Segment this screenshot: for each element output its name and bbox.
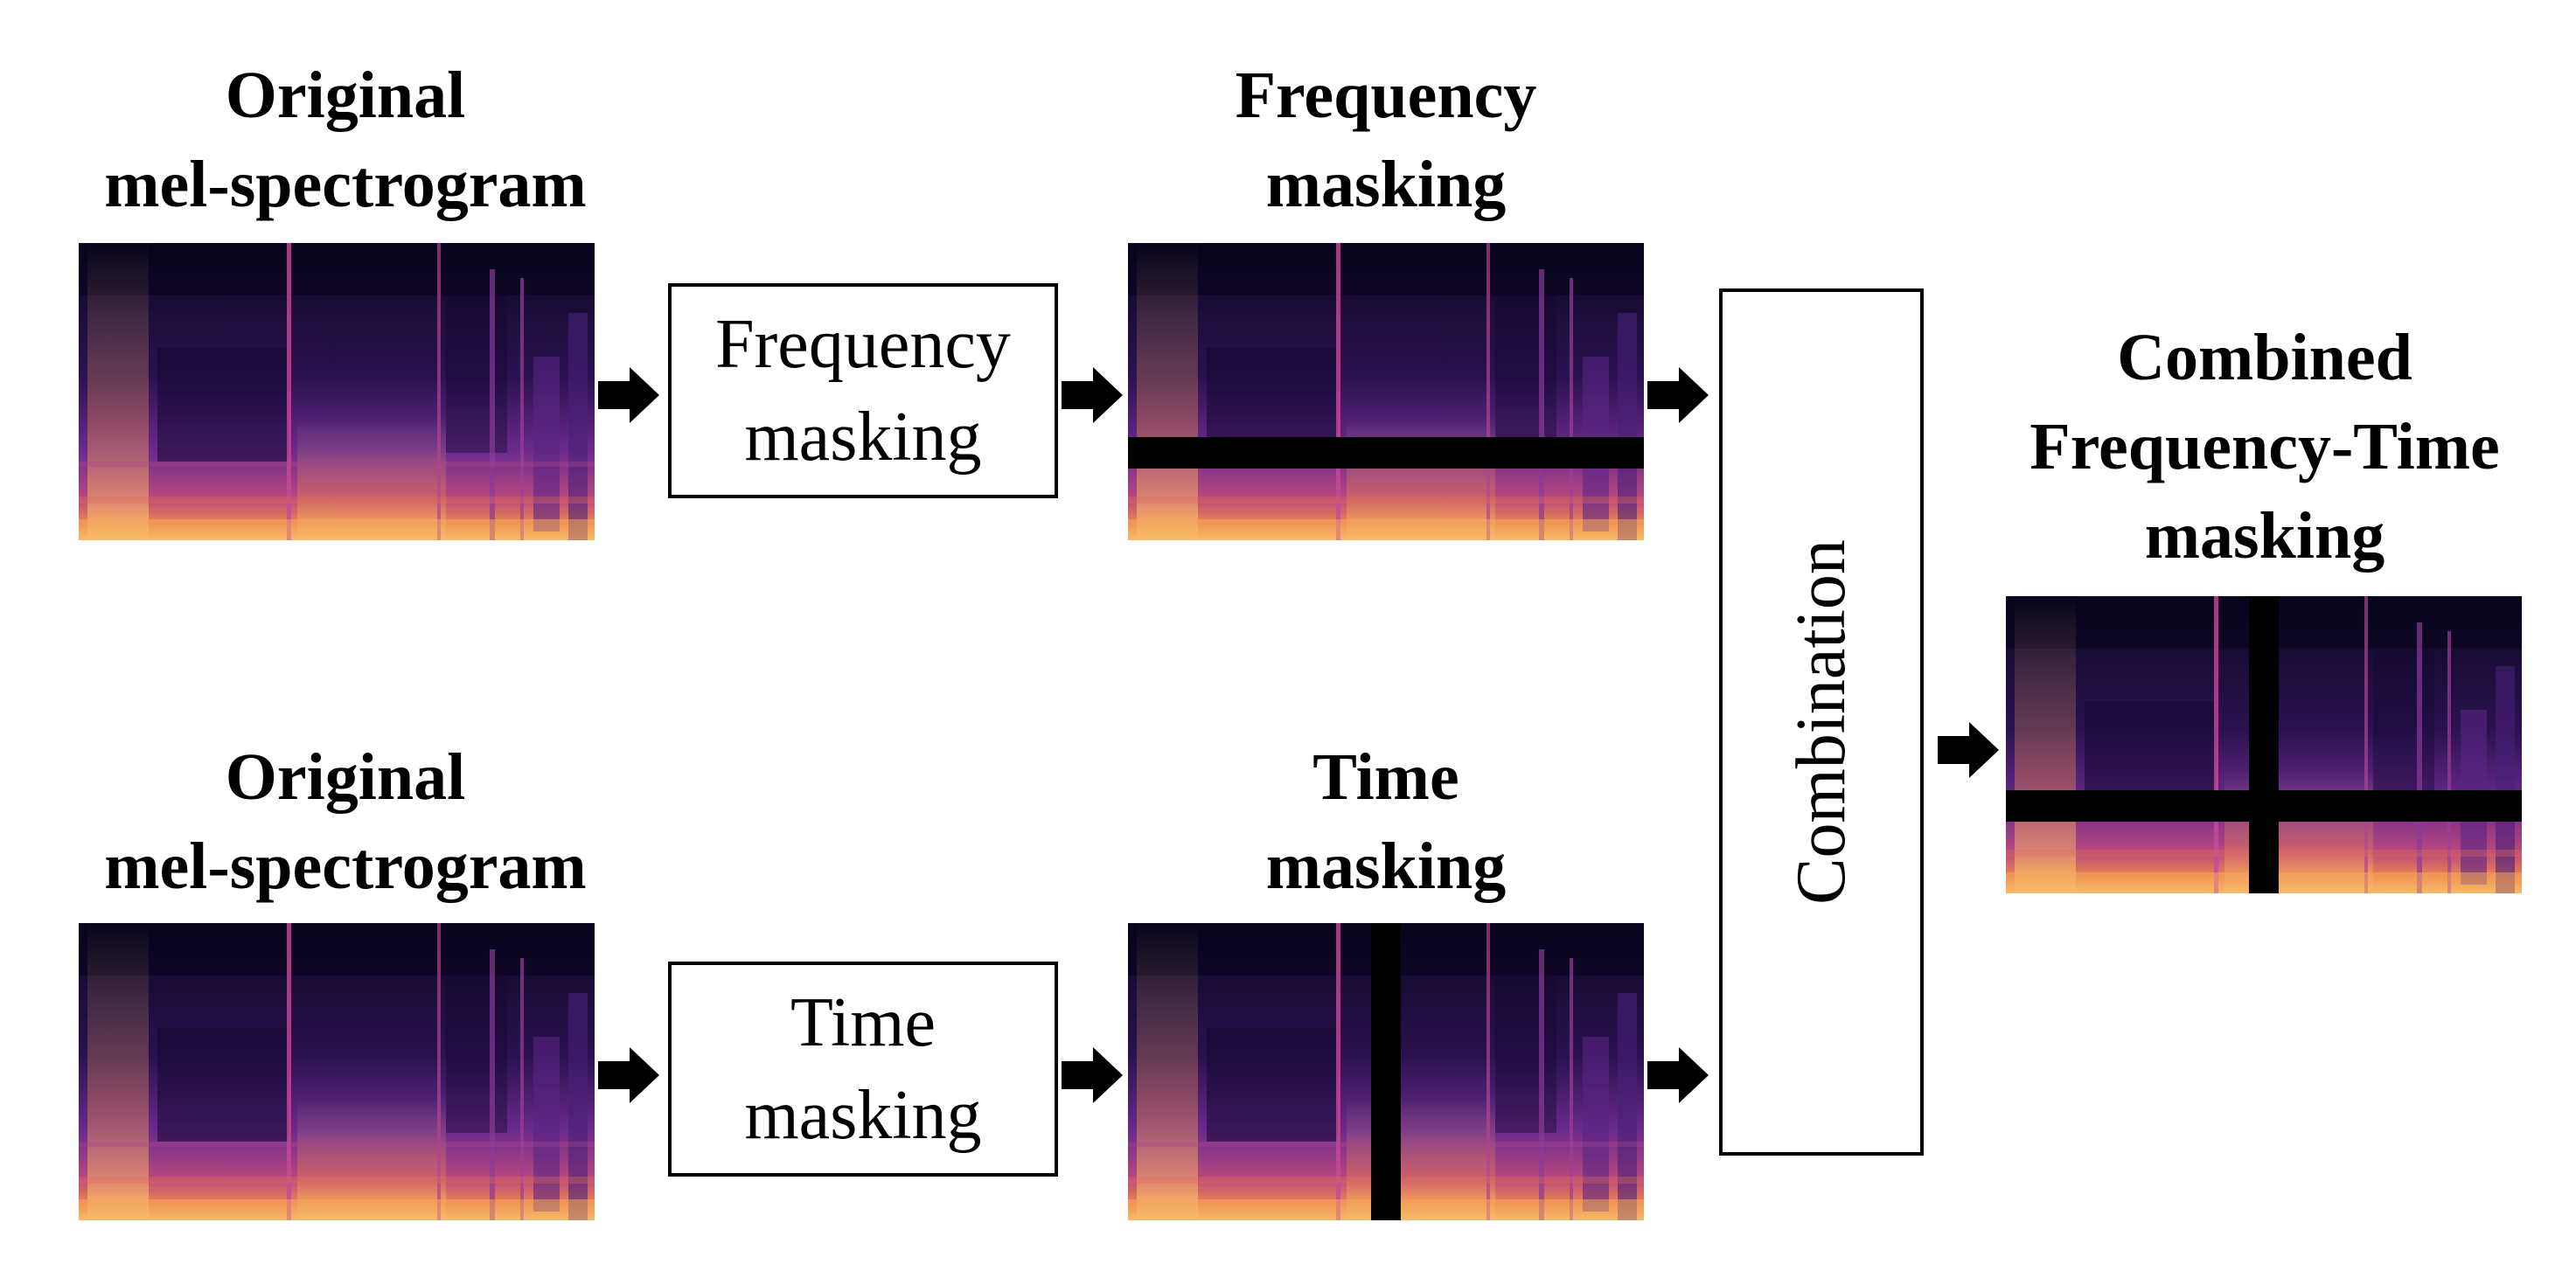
frequency-masking-box-label: Frequency masking <box>715 306 1011 476</box>
title-time-masking: Time masking <box>1265 740 1507 903</box>
arrow-right-icon <box>1938 722 1999 778</box>
title-original-bottom: Original mel-spectrogram <box>104 740 587 903</box>
title-frequency-masking: Frequency masking <box>1235 59 1537 221</box>
combination-box-label: Combination <box>1783 539 1860 905</box>
arrow-right-icon <box>1647 1047 1709 1103</box>
arrow-right-icon <box>598 1047 659 1103</box>
arrow-right-icon <box>1647 367 1709 423</box>
arrow-right-icon <box>598 367 659 423</box>
time-masking-box: Time masking <box>668 962 1058 1177</box>
frequency-masking-box: Frequency masking <box>668 283 1058 498</box>
spectrogram-frequency-masked <box>1128 243 1644 540</box>
arrow-right-icon <box>1062 1047 1123 1103</box>
spectrogram-combined-masked <box>2006 596 2522 893</box>
arrow-right-icon <box>1062 367 1123 423</box>
time-mask-band <box>1371 923 1401 1220</box>
title-original-top: Original mel-spectrogram <box>104 59 587 221</box>
spectrogram-original-top <box>79 243 595 540</box>
combination-box: Combination <box>1719 288 1924 1156</box>
time-masking-box-label: Time masking <box>744 984 982 1154</box>
time-mask-band <box>2249 596 2279 893</box>
frequency-mask-band <box>1128 437 1644 469</box>
spectrogram-original-bottom <box>79 923 595 1220</box>
title-combined-masking: Combined Frequency-Time masking <box>2029 321 2500 573</box>
spectrogram-time-masked <box>1128 923 1644 1220</box>
